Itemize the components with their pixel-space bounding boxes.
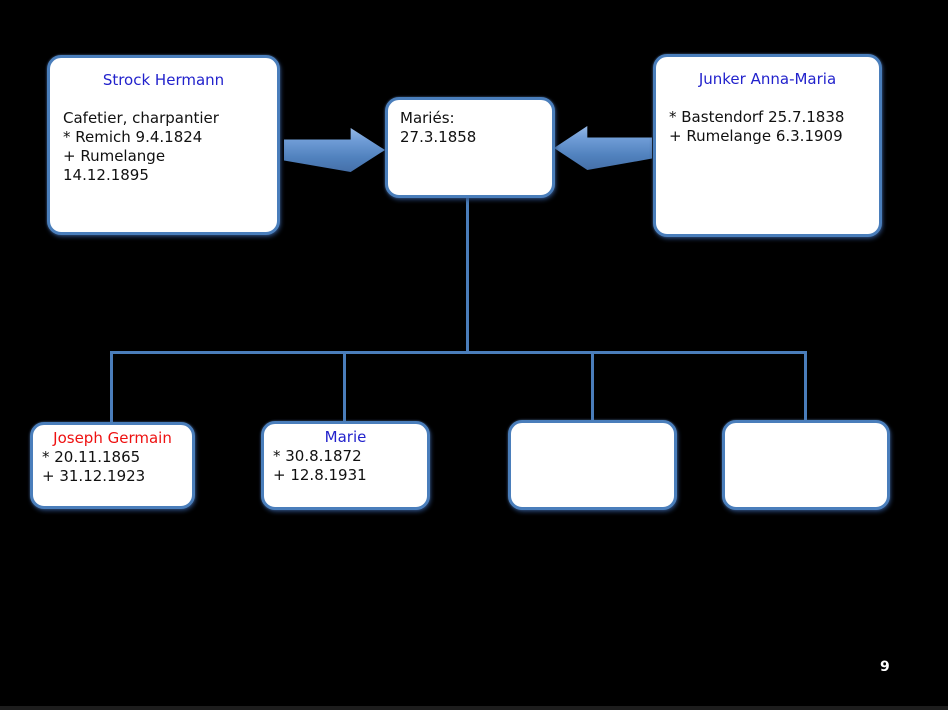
father-birth: * Remich 9.4.1824: [63, 128, 203, 146]
connector-child-2: [343, 351, 346, 422]
child-birth: * 20.11.1865: [42, 448, 141, 466]
father-death-place: + Rumelange: [63, 147, 166, 165]
child-death: + 12.8.1931: [273, 466, 367, 484]
connector-child-4: [804, 351, 807, 421]
father-occupation: Cafetier, charpantier: [63, 109, 219, 127]
child-box-joseph: Joseph Germain * 20.11.1865 + 31.12.1923: [30, 422, 195, 509]
child-birth: * 30.8.1872: [273, 447, 362, 465]
marriage-box: Mariés: 27.3.1858: [385, 97, 555, 198]
page-number: 9: [880, 659, 890, 675]
child-box-marie: Marie * 30.8.1872 + 12.8.1931: [261, 421, 430, 510]
bottom-strip: [0, 706, 948, 710]
mother-birth: * Bastendorf 25.7.1838: [669, 108, 845, 126]
mother-name: Junker Anna-Maria: [698, 70, 837, 88]
arrow-right-icon: [284, 128, 385, 172]
child-death: + 31.12.1923: [42, 467, 146, 485]
child-box-empty-1: [508, 420, 677, 510]
marriage-label: Mariés:: [400, 109, 455, 127]
father-name: Strock Hermann: [102, 71, 225, 89]
connector-horizontal: [110, 351, 807, 354]
mother-death: + Rumelange 6.3.1909: [669, 127, 843, 145]
arrow-left-icon: [554, 126, 652, 170]
father-box: Strock Hermann Cafetier, charpantier * R…: [47, 55, 280, 235]
child-box-empty-2: [722, 420, 890, 510]
mother-box: Junker Anna-Maria * Bastendorf 25.7.1838…: [653, 54, 882, 237]
connector-child-3: [591, 351, 594, 421]
father-death-date: 14.12.1895: [63, 166, 149, 184]
connector-marriage-vertical: [466, 197, 469, 354]
child-name: Joseph Germain: [53, 429, 172, 447]
marriage-date: 27.3.1858: [400, 128, 477, 146]
child-name: Marie: [324, 428, 367, 446]
connector-child-1: [110, 351, 113, 423]
